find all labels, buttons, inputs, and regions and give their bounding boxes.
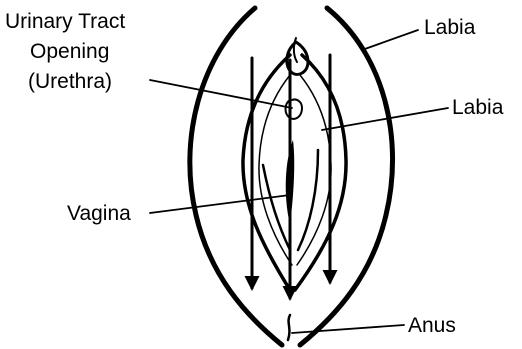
urethra-label-line3: (Urethra) bbox=[28, 70, 112, 93]
inner-labia-label: Labia bbox=[452, 96, 504, 119]
urethra-opening-shape bbox=[286, 99, 303, 118]
urethra-label-line1: Urinary Tract bbox=[5, 10, 125, 33]
anus-mark bbox=[288, 315, 290, 340]
outer-labia-leader-line bbox=[362, 30, 418, 50]
vagina-label: Vagina bbox=[67, 202, 131, 225]
inner-labia-right-inner-line bbox=[297, 75, 331, 265]
inner-labia-left-outline bbox=[243, 55, 290, 290]
urethra-leader-line bbox=[150, 80, 292, 108]
urethra-label-line2: Opening bbox=[30, 40, 109, 63]
outer-labia-left-outline bbox=[190, 8, 282, 345]
anus-leader-line bbox=[292, 325, 404, 333]
anus-label: Anus bbox=[408, 314, 456, 337]
vagina-leader-line bbox=[150, 195, 290, 213]
inner-labia-right-outline bbox=[295, 55, 346, 290]
outer-labia-label: Labia bbox=[424, 16, 476, 39]
